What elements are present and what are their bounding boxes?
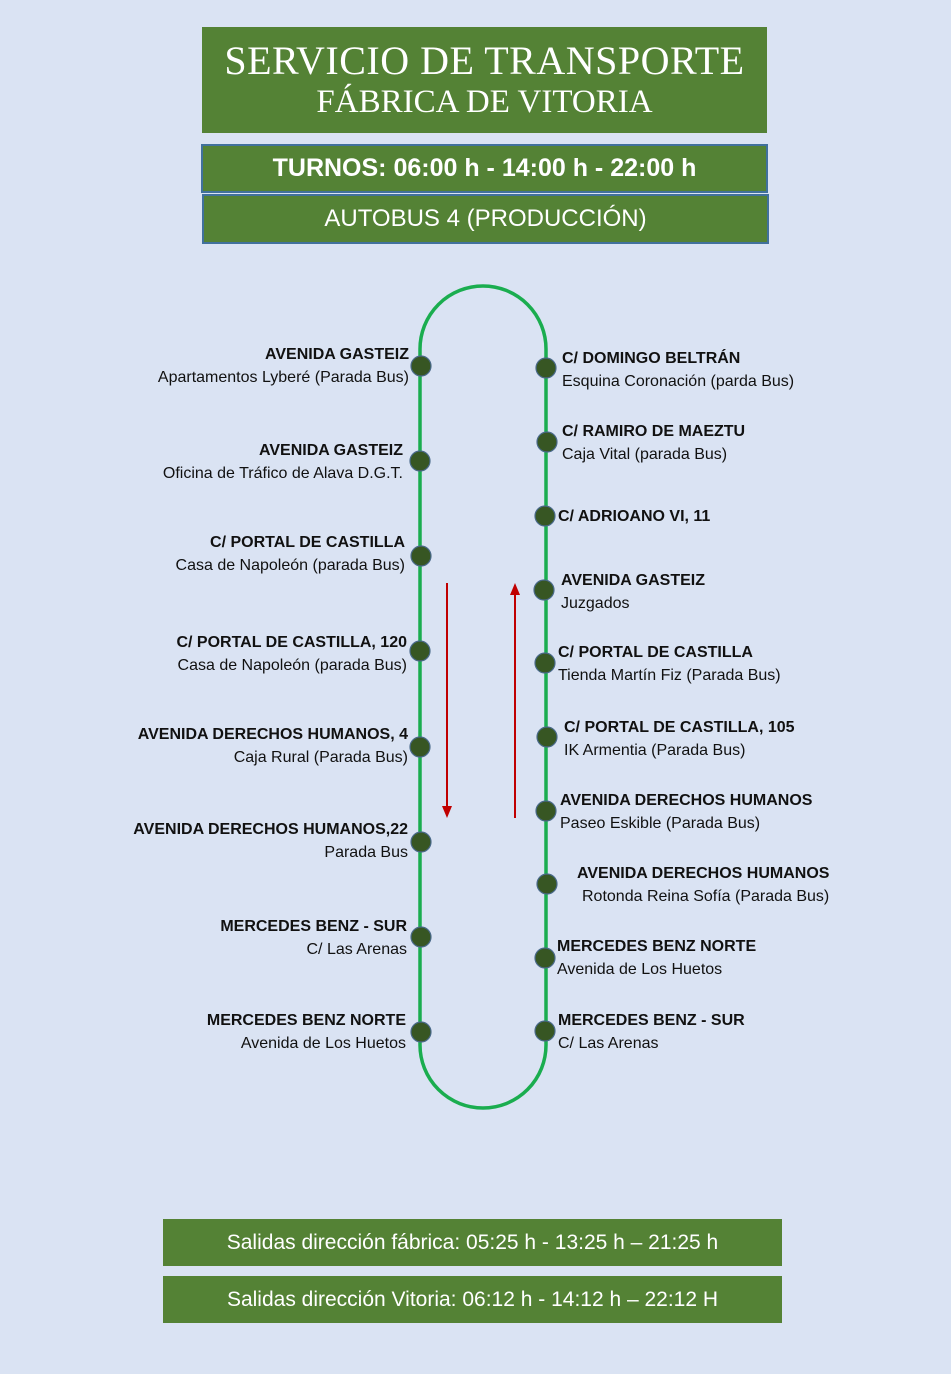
stop-right-9: MERCEDES BENZ NORTE Avenida de Los Hueto…: [557, 935, 756, 981]
stop-desc: Casa de Napoleón (parada Bus): [177, 657, 407, 674]
stop-dot-icon: [535, 800, 557, 822]
title-line-1: SERVICIO DE TRANSPORTE: [224, 38, 745, 83]
stop-dot-icon: [533, 579, 555, 601]
title-banner: SERVICIO DE TRANSPORTE FÁBRICA DE VITORI…: [202, 27, 767, 133]
stop-dot-icon: [410, 926, 432, 948]
stop-desc: IK Armentia (Parada Bus): [564, 742, 746, 759]
stop-right-3: C/ ADRIOANO VI, 11: [558, 505, 710, 528]
title-line-2: FÁBRICA DE VITORIA: [316, 84, 653, 120]
shifts-banner: TURNOS: 06:00 h - 14:00 h - 22:00 h: [201, 144, 768, 193]
stop-name: MERCEDES BENZ - SUR: [220, 918, 407, 935]
stop-desc: Apartamentos Lyberé (Parada Bus): [157, 369, 409, 386]
stop-name: AVENIDA GASTEIZ: [264, 346, 409, 363]
stop-desc: Avenida de Los Huetos: [240, 1035, 406, 1052]
stop-dot-icon: [409, 450, 431, 472]
stop-name: C/ RAMIRO DE MAEZTU: [562, 423, 746, 440]
stop-right-10: MERCEDES BENZ - SUR C/ Las Arenas: [558, 1009, 745, 1055]
stop-right-1: C/ DOMINGO BELTRÁN Esquina Coronación (p…: [562, 347, 794, 393]
stop-name: AVENIDA DERECHOS HUMANOS: [577, 865, 830, 882]
stop-desc: Casa de Napoleón (parada Bus): [175, 557, 405, 574]
stop-name: AVENIDA DERECHOS HUMANOS, 4: [137, 726, 408, 743]
stop-name: AVENIDA DERECHOS HUMANOS,22: [133, 821, 408, 838]
stop-right-2: C/ RAMIRO DE MAEZTU Caja Vital (parada B…: [562, 420, 745, 466]
stop-name: MERCEDES BENZ - SUR: [558, 1012, 745, 1029]
departures-to-factory: Salidas dirección fábrica: 05:25 h - 13:…: [163, 1219, 782, 1266]
stop-name: AVENIDA GASTEIZ: [258, 442, 403, 459]
stop-right-5: C/ PORTAL DE CASTILLA Tienda Martín Fiz …: [558, 641, 781, 687]
stop-left-4: C/ PORTAL DE CASTILLA, 120 Casa de Napol…: [176, 631, 407, 677]
stop-dot-icon: [535, 357, 557, 379]
stop-left-3: C/ PORTAL DE CASTILLA Casa de Napoleón (…: [176, 531, 405, 577]
stop-left-6: AVENIDA DERECHOS HUMANOS,22 Parada Bus: [133, 818, 408, 864]
stop-right-6: C/ PORTAL DE CASTILLA, 105 IK Armentia (…: [564, 716, 795, 762]
stop-desc: Oficina de Tráfico de Alava D.G.T.: [162, 465, 403, 482]
stop-dot-icon: [536, 431, 558, 453]
stop-left-5: AVENIDA DERECHOS HUMANOS, 4 Caja Rural (…: [138, 723, 408, 769]
stop-desc: Parada Bus: [324, 844, 408, 861]
departures-to-vitoria: Salidas dirección Vitoria: 06:12 h - 14:…: [163, 1276, 782, 1323]
stop-dot-icon: [534, 947, 556, 969]
stop-left-8: MERCEDES BENZ NORTE Avenida de Los Hueto…: [207, 1009, 406, 1055]
stop-dot-icon: [536, 726, 558, 748]
stop-name: MERCEDES BENZ NORTE: [206, 1012, 406, 1029]
arrow-down-icon: [442, 583, 452, 818]
stop-dot-icon: [410, 1021, 432, 1043]
stop-desc: Avenida de Los Huetos: [557, 961, 723, 978]
stop-name: C/ PORTAL DE CASTILLA, 105: [564, 719, 795, 736]
stop-desc: C/ Las Arenas: [558, 1035, 659, 1052]
stop-name: AVENIDA GASTEIZ: [561, 572, 706, 589]
stop-dot-icon: [536, 873, 558, 895]
bus-banner: AUTOBUS 4 (PRODUCCIÓN): [202, 194, 769, 244]
stop-dot-icon: [410, 355, 432, 377]
stop-dot-icon: [534, 652, 556, 674]
stop-desc: Tienda Martín Fiz (Parada Bus): [558, 667, 781, 684]
stop-left-2: AVENIDA GASTEIZ Oficina de Tráfico de Al…: [163, 439, 403, 485]
stop-name: MERCEDES BENZ NORTE: [557, 938, 757, 955]
stop-dot-icon: [534, 505, 556, 527]
stop-desc: C/ Las Arenas: [306, 941, 408, 958]
stop-name: AVENIDA DERECHOS HUMANOS: [560, 792, 813, 809]
stop-desc: Juzgados: [561, 595, 630, 612]
stop-name: C/ PORTAL DE CASTILLA: [210, 534, 405, 551]
stop-name: C/ DOMINGO BELTRÁN: [562, 350, 741, 367]
stop-dot-icon: [410, 831, 432, 853]
stop-desc: Caja Rural (Parada Bus): [233, 749, 408, 766]
route-loop-line: [418, 284, 548, 1110]
stop-left-7: MERCEDES BENZ - SUR C/ Las Arenas: [220, 915, 407, 961]
stop-name: C/ ADRIOANO VI, 11: [558, 508, 711, 525]
arrow-up-icon: [510, 583, 520, 818]
stop-right-7: AVENIDA DERECHOS HUMANOS Paseo Eskible (…: [560, 789, 812, 835]
stop-right-4: AVENIDA GASTEIZ Juzgados: [561, 569, 705, 615]
stop-name: C/ PORTAL DE CASTILLA: [558, 644, 753, 661]
stop-desc: Paseo Eskible (Parada Bus): [560, 815, 761, 832]
stop-name: C/ PORTAL DE CASTILLA, 120: [176, 634, 407, 651]
stop-dot-icon: [409, 640, 431, 662]
stop-desc: Caja Vital (parada Bus): [562, 446, 728, 463]
stop-left-1: AVENIDA GASTEIZ Apartamentos Lyberé (Par…: [158, 343, 409, 389]
stop-desc: Esquina Coronación (parda Bus): [562, 373, 795, 390]
stop-dot-icon: [409, 736, 431, 758]
stop-dot-icon: [534, 1020, 556, 1042]
stop-right-8: AVENIDA DERECHOS HUMANOS Rotonda Reina S…: [577, 862, 829, 908]
stop-desc: Rotonda Reina Sofía (Parada Bus): [582, 888, 830, 905]
stop-dot-icon: [410, 545, 432, 567]
